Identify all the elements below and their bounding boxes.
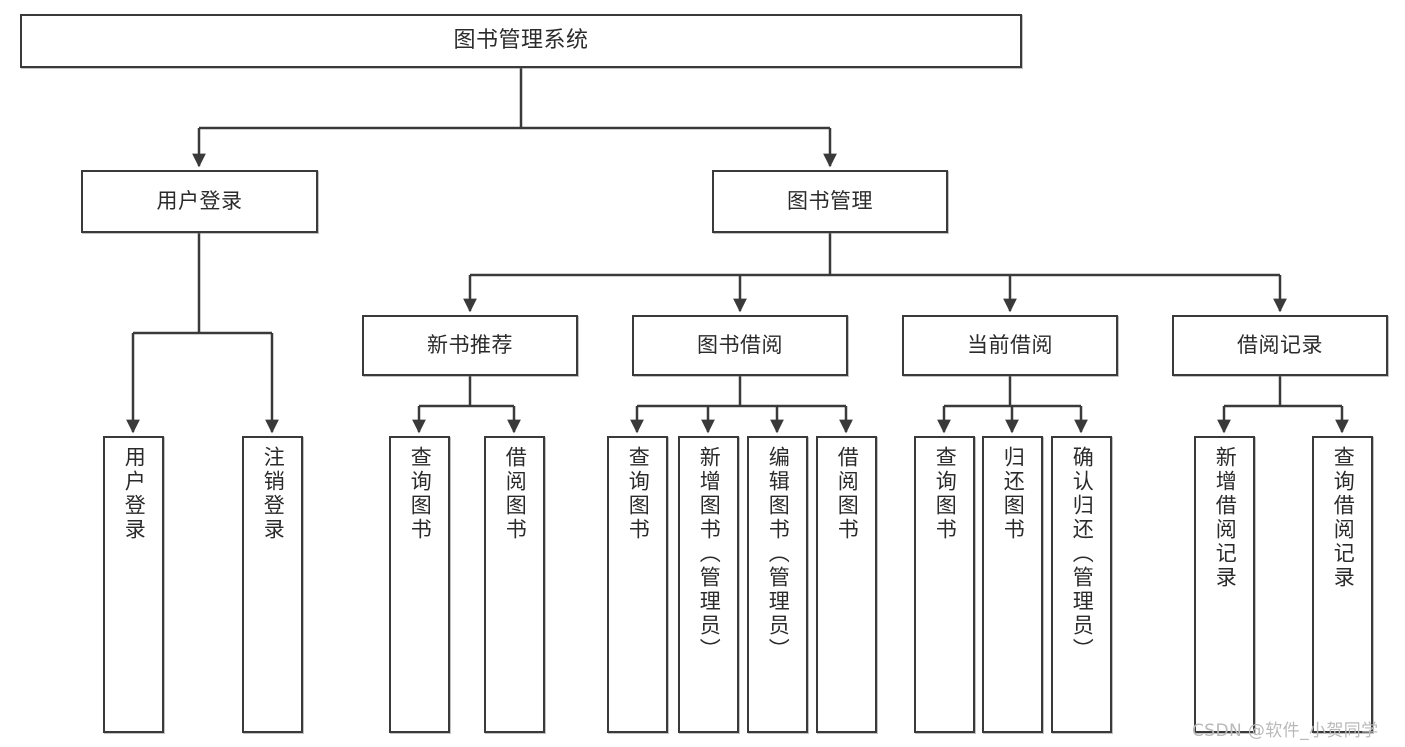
node-label: 编辑图书（管理员） [766,446,791,662]
node-label: 注销登录 [261,446,286,542]
node-leaf-query-book-bb[interactable]: 查询图书 [607,436,668,733]
node-leaf-logout[interactable]: 注销登录 [242,436,303,733]
node-root-system[interactable]: 图书管理系统 [20,14,1022,68]
node-leaf-borrow-book-bb[interactable]: 借阅图书 [816,436,877,733]
node-leaf-query-book-cb[interactable]: 查询图书 [914,436,975,733]
node-label: 查询借阅记录 [1331,446,1356,590]
node-leaf-confirm-return-admin[interactable]: 确认归还（管理员） [1051,436,1112,733]
node-new-book-recommend[interactable]: 新书推荐 [362,315,578,376]
node-label: 查询图书 [626,446,651,542]
csdn-watermark: CSDN @软件_小贺同学 [1192,721,1379,741]
node-label: 借阅记录 [1237,332,1323,357]
node-leaf-add-borrow-record[interactable]: 新增借阅记录 [1194,436,1255,733]
node-user-login[interactable]: 用户登录 [81,170,318,233]
node-label: 归还图书 [1001,446,1026,542]
node-leaf-user-login[interactable]: 用户登录 [103,436,164,733]
node-label: 新增图书（管理员） [697,446,722,662]
node-label: 新增借阅记录 [1213,446,1238,590]
node-label: 图书管理系统 [453,27,589,53]
node-leaf-edit-book-admin[interactable]: 编辑图书（管理员） [747,436,808,733]
node-label: 用户登录 [122,446,147,542]
node-label: 新书推荐 [427,332,513,357]
node-label: 借阅图书 [503,446,528,542]
node-borrow-record[interactable]: 借阅记录 [1172,315,1388,376]
node-leaf-return-book[interactable]: 归还图书 [982,436,1043,733]
node-leaf-query-borrow-record[interactable]: 查询借阅记录 [1312,436,1373,733]
node-leaf-query-book-nb[interactable]: 查询图书 [389,436,450,733]
node-label: 图书管理 [787,188,873,213]
node-label: 借阅图书 [835,446,860,542]
node-label: 查询图书 [408,446,433,542]
node-book-borrow[interactable]: 图书借阅 [632,315,848,376]
node-book-management[interactable]: 图书管理 [712,170,948,233]
node-label: 确认归还（管理员） [1070,446,1095,662]
node-leaf-add-book-admin[interactable]: 新增图书（管理员） [678,436,739,733]
node-leaf-borrow-book-nb[interactable]: 借阅图书 [484,436,545,733]
node-label: 查询图书 [933,446,958,542]
node-current-borrow[interactable]: 当前借阅 [902,315,1118,376]
node-label: 用户登录 [156,188,243,213]
node-label: 图书借阅 [697,332,783,357]
node-label: 当前借阅 [967,332,1053,357]
